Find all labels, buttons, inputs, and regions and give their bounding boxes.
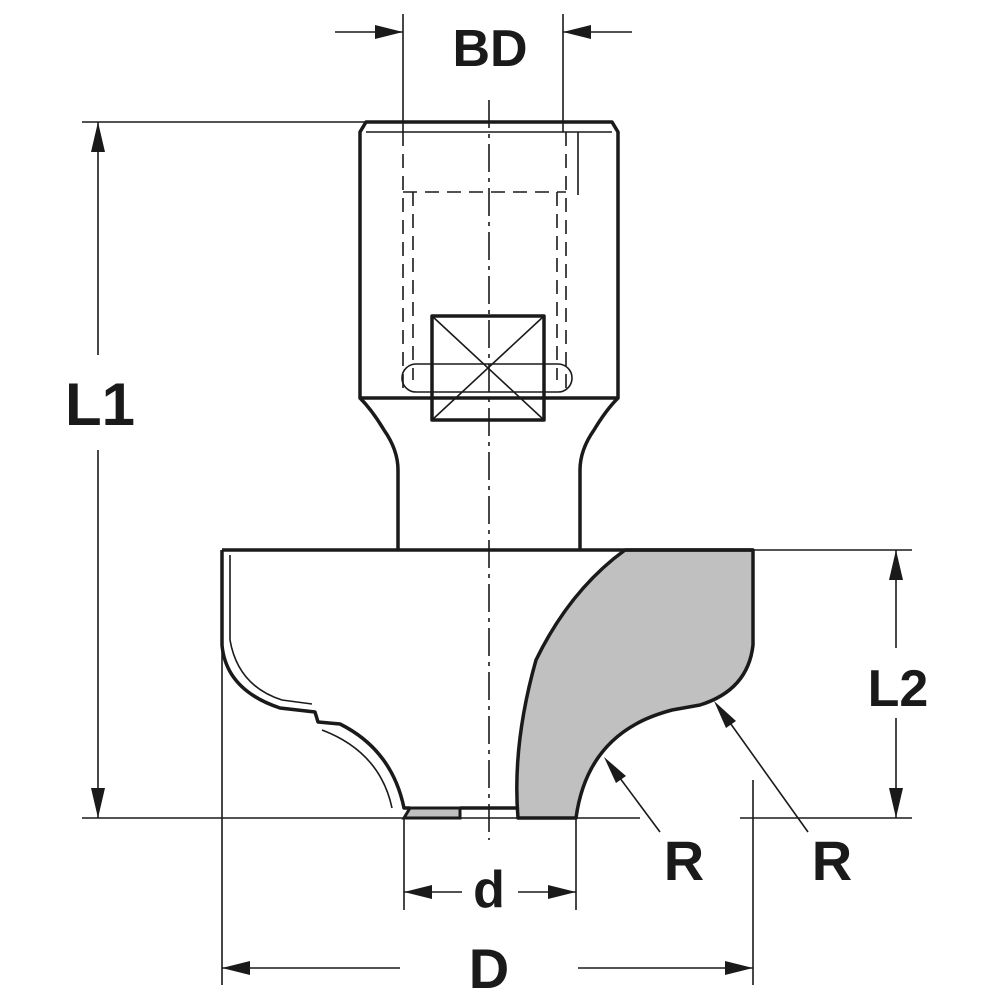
cross-pin xyxy=(401,363,573,393)
d-large-dimension: D xyxy=(221,560,754,1000)
bd-label: BD xyxy=(452,20,527,78)
cutting-edge-profile xyxy=(515,548,755,820)
cutter-body xyxy=(220,548,755,820)
bottom-tip-profile xyxy=(401,806,462,820)
radius-outer-callout: R xyxy=(714,701,852,892)
l2-label: L2 xyxy=(868,660,929,718)
radius-inner-label: R xyxy=(664,829,704,892)
d-large-label: D xyxy=(469,937,509,1000)
set-screw-square xyxy=(430,314,546,422)
d-small-dimension: d xyxy=(403,818,577,919)
d-small-label: d xyxy=(473,861,505,919)
shank xyxy=(358,120,620,550)
radius-inner-callout: R xyxy=(604,757,704,892)
l1-dimension: L1 xyxy=(65,121,640,819)
l2-dimension: L2 xyxy=(740,549,929,819)
l1-label: L1 xyxy=(65,371,135,438)
bd-dimension: BD xyxy=(335,14,632,132)
radius-outer-label: R xyxy=(812,829,852,892)
